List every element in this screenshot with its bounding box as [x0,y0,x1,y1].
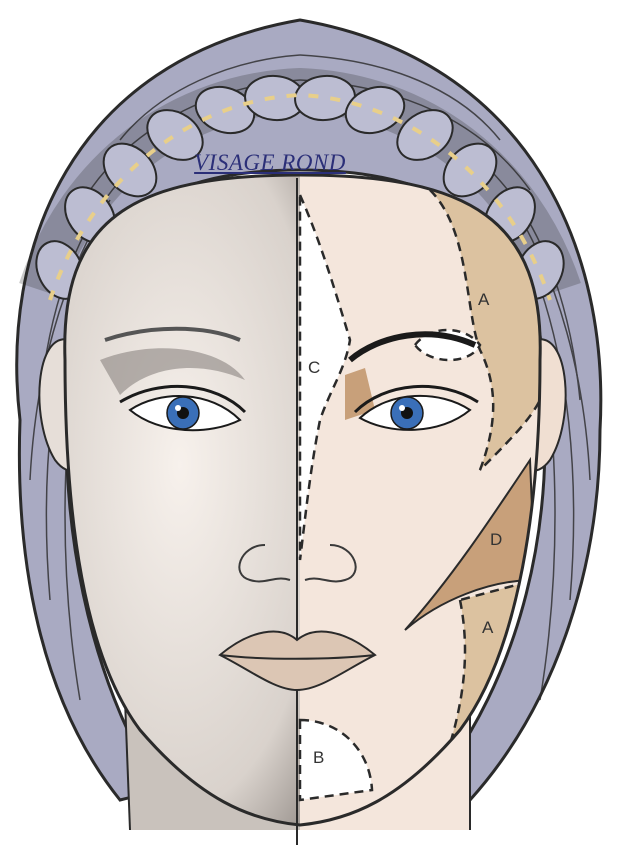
zone-label-a-upper: A [478,290,489,310]
zone-label-c: C [308,358,320,378]
zone-label-d: D [490,530,502,550]
zone-label-a-lower: A [482,618,493,638]
zone-label-b: B [313,748,324,768]
diagram-title: VISAGE ROND [170,150,370,176]
